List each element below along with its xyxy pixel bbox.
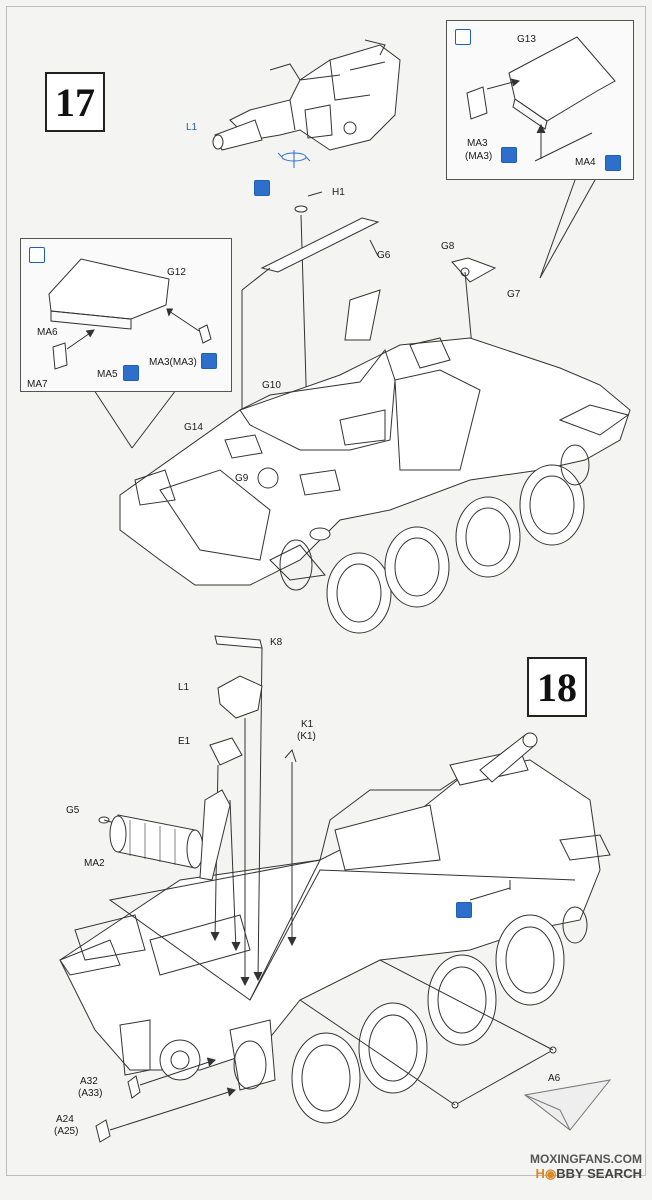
inset-g13-drawing [466,36,616,162]
paint-icon [29,247,45,263]
gun-mantlet-assembly [212,39,401,151]
part-label-g12: G12 [167,267,186,278]
part-label-g13: G13 [517,34,536,45]
part-label-k1: K1 [301,719,314,730]
watermark: MOXINGFANS.COM H◉BBY SEARCH [530,1152,642,1182]
hull-step18 [59,732,611,1091]
decal-icon [605,155,621,171]
part-label-ma7: MA7 [27,379,48,390]
part-label-g6: G6 [377,250,391,261]
part-label-ma3-alt: (MA3) [465,151,493,162]
part-label-g5: G5 [66,805,80,816]
part-label-a24: A24 [56,1114,74,1125]
paint-icon [455,29,471,45]
decal-icon [201,353,217,369]
glue-warning-icon [254,180,270,196]
part-label-a32: A32 [80,1076,98,1087]
wheels-step17 [279,444,590,634]
part-label-e1: E1 [178,736,191,747]
part-label-g10: G10 [262,380,281,391]
part-label-g8: G8 [441,241,455,252]
step-17-number: 17 [45,72,105,132]
part-label-ma3: MA3 [467,138,488,149]
hull-step17 [119,337,631,586]
part-label-ma3-ma3: MA3(MA3) [149,357,197,368]
wheels-step18 [233,906,588,1124]
part-label-a25: (A25) [54,1126,79,1137]
watermark-site-a: MOXINGFANS.COM [529,1152,642,1166]
part-label-g9: G9 [235,473,249,484]
part-label-ma5: MA5 [97,369,118,380]
part-label-a33: (A33) [78,1088,103,1099]
part-label-k1-alt: (K1) [297,731,316,742]
part-label-ma6: MA6 [37,327,58,338]
decal-icon [123,365,139,381]
inset-detail-g13: G13 MA3 (MA3) MA4 [446,20,634,180]
part-label-g14: G14 [184,422,203,433]
inset-g12-drawing [48,258,212,370]
part-label-l1: L1 [178,682,190,693]
part-label-l1: L1 [186,122,198,133]
watermark-site-b: H◉BBY SEARCH [535,1166,642,1181]
page-frame [6,6,646,1176]
part-label-k8: K8 [270,637,283,648]
inset-detail-g12: G12 MA6 MA7 MA5 MA3(MA3) [20,238,232,392]
watermark-site-b-prefix: H [535,1166,545,1181]
part-label-g7: G7 [507,289,521,300]
decal-icon [456,902,472,918]
decal-icon [501,147,517,163]
watermark-site-b-rest: BBY SEARCH [556,1166,642,1181]
step-18-number: 18 [527,657,587,717]
part-label-ma2: MA2 [84,858,105,869]
part-label-ma4: MA4 [575,157,596,168]
part-label-a6: A6 [548,1073,561,1084]
part-label-h1: H1 [332,187,345,198]
